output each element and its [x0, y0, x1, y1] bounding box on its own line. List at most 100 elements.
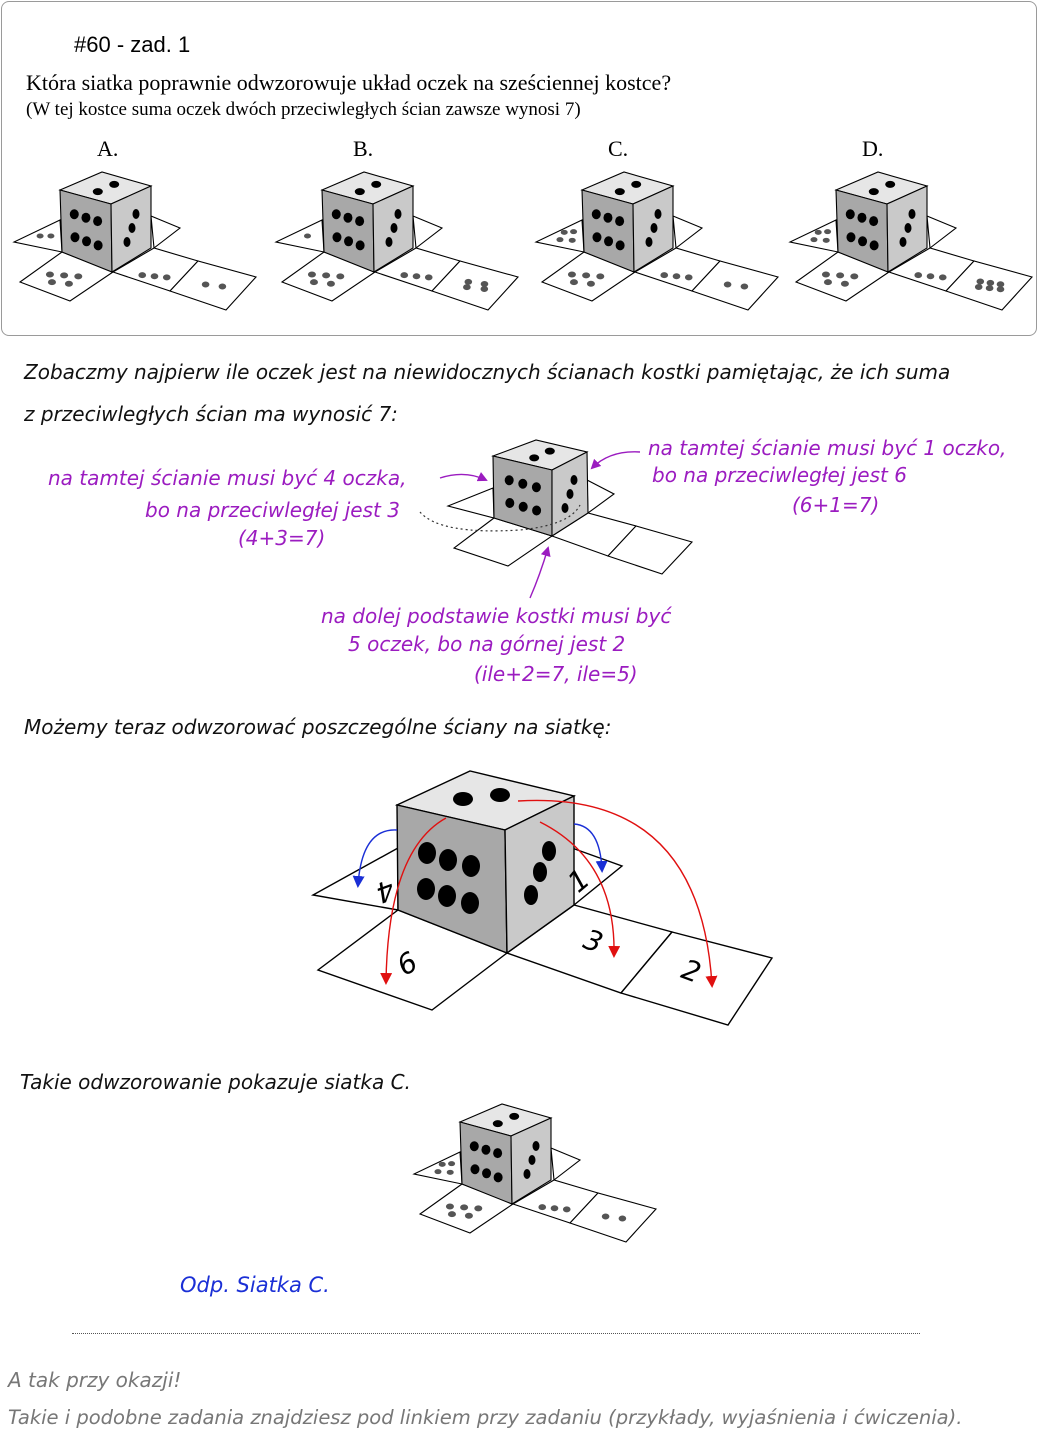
big-right-pip: [524, 885, 538, 905]
left-note-arrow: [439, 472, 488, 482]
cube-pip: [645, 237, 653, 247]
cube-pip: [631, 180, 642, 188]
net-pip: [460, 1204, 469, 1211]
cube-pip: [92, 188, 103, 196]
net-pip: [45, 271, 54, 278]
cube-pip: [371, 180, 382, 188]
cube-pip: [868, 188, 879, 196]
net-pip: [474, 1205, 483, 1212]
cube-pip: [390, 223, 398, 233]
mapping-text: Możemy teraz odwzorować poszczególne ści…: [24, 715, 612, 739]
red-arrow-far: [517, 799, 718, 988]
blue-arrow-left: [352, 829, 398, 888]
cube-pip: [532, 1141, 540, 1151]
net-pip: [201, 281, 210, 288]
cube-pip: [529, 454, 540, 462]
cube-pip: [128, 223, 136, 233]
cube-pip: [561, 503, 569, 513]
big-front-pip: [461, 892, 479, 914]
net-pip: [60, 272, 69, 279]
cube-pip: [81, 212, 91, 223]
cube-pip: [109, 180, 120, 188]
net-pip: [412, 273, 421, 280]
cube-pip: [615, 240, 625, 251]
net-face-far: [569, 1192, 658, 1243]
net-face-far: [607, 525, 694, 575]
big-front-pip: [417, 878, 435, 900]
right-note-arrow: [590, 451, 641, 470]
net-pip: [586, 280, 595, 287]
bottom-note-line3: (ile+2=7, ile=5): [474, 662, 638, 686]
solution-intro-line2: z przeciwległych ścian ma wynosić 7:: [24, 402, 398, 426]
net-pip: [464, 278, 473, 285]
red-arrow-front: [380, 817, 447, 985]
net-pip: [824, 229, 832, 235]
net-pip: [138, 272, 147, 279]
cube-pip: [845, 209, 855, 220]
cube-pip: [385, 237, 393, 247]
net-pip: [480, 280, 489, 287]
cube-pip: [518, 501, 528, 512]
net-pip: [448, 1161, 456, 1167]
net-pip: [307, 271, 316, 278]
net-pip: [976, 278, 985, 285]
cube-pip: [343, 212, 353, 223]
net-pip: [463, 284, 471, 291]
net-pip: [47, 233, 55, 239]
net-face-far: [431, 260, 520, 311]
option-c-label: C.: [608, 136, 629, 161]
big-front-pip: [438, 885, 456, 907]
cube-pip: [857, 212, 867, 223]
separator-dotted-line: [72, 1333, 920, 1334]
cube-pip: [523, 1169, 531, 1179]
option-d-label: D.: [862, 136, 884, 161]
cube-pip: [614, 188, 625, 196]
cube-pip: [532, 505, 542, 516]
net-pip: [64, 280, 73, 287]
net-pip: [660, 272, 669, 279]
net-pip: [562, 1206, 571, 1213]
blue-arrow-right: [573, 823, 608, 873]
cube-pip: [355, 240, 365, 251]
cube-pip: [603, 212, 613, 223]
cube-pip: [492, 1120, 503, 1128]
big-front-pip: [418, 842, 436, 864]
cube-pip: [570, 475, 578, 485]
net-face-far: [169, 260, 258, 311]
cube-pip: [123, 237, 131, 247]
net-pip: [556, 237, 564, 243]
big-right-pip: [533, 862, 547, 882]
task-number: #60 - zad. 1: [74, 32, 191, 57]
net-pip: [684, 274, 693, 281]
net-pip: [322, 272, 331, 279]
net-pip: [326, 280, 335, 287]
big-top-pip: [490, 788, 510, 802]
net-pip: [985, 285, 994, 292]
solution-intro-line1: Zobaczmy najpierw ile oczek jest na niew…: [24, 360, 951, 384]
net-face-right: [672, 215, 704, 250]
cube-pip: [869, 216, 879, 227]
big-front-pip: [439, 849, 457, 871]
cube-pip: [904, 223, 912, 233]
cube-pip: [493, 1172, 503, 1183]
cube-pip: [654, 209, 662, 219]
right-note-line1: na tamtej ścianie musi być 1 oczko,: [648, 436, 1007, 460]
net-pip: [550, 1205, 559, 1212]
task-note: (W tej kostce suma oczek dwóch przeciwle…: [26, 99, 581, 120]
net-pip: [162, 274, 171, 281]
net-face-right: [412, 215, 444, 250]
option-b-label: B.: [353, 136, 374, 161]
net-pip: [938, 274, 947, 281]
net-pip: [914, 272, 923, 279]
explanation-die-figure: [446, 439, 694, 575]
red-arrow-mid: [539, 821, 621, 958]
cube-pip: [544, 447, 555, 455]
dotted-connector: [419, 504, 581, 532]
net-pip: [424, 274, 433, 281]
cube-pip: [82, 236, 92, 247]
net-pip: [218, 283, 227, 290]
net-pip: [672, 273, 681, 280]
net-pip: [445, 1203, 454, 1210]
cube-pip: [481, 1144, 491, 1155]
net-pip: [447, 1211, 456, 1218]
